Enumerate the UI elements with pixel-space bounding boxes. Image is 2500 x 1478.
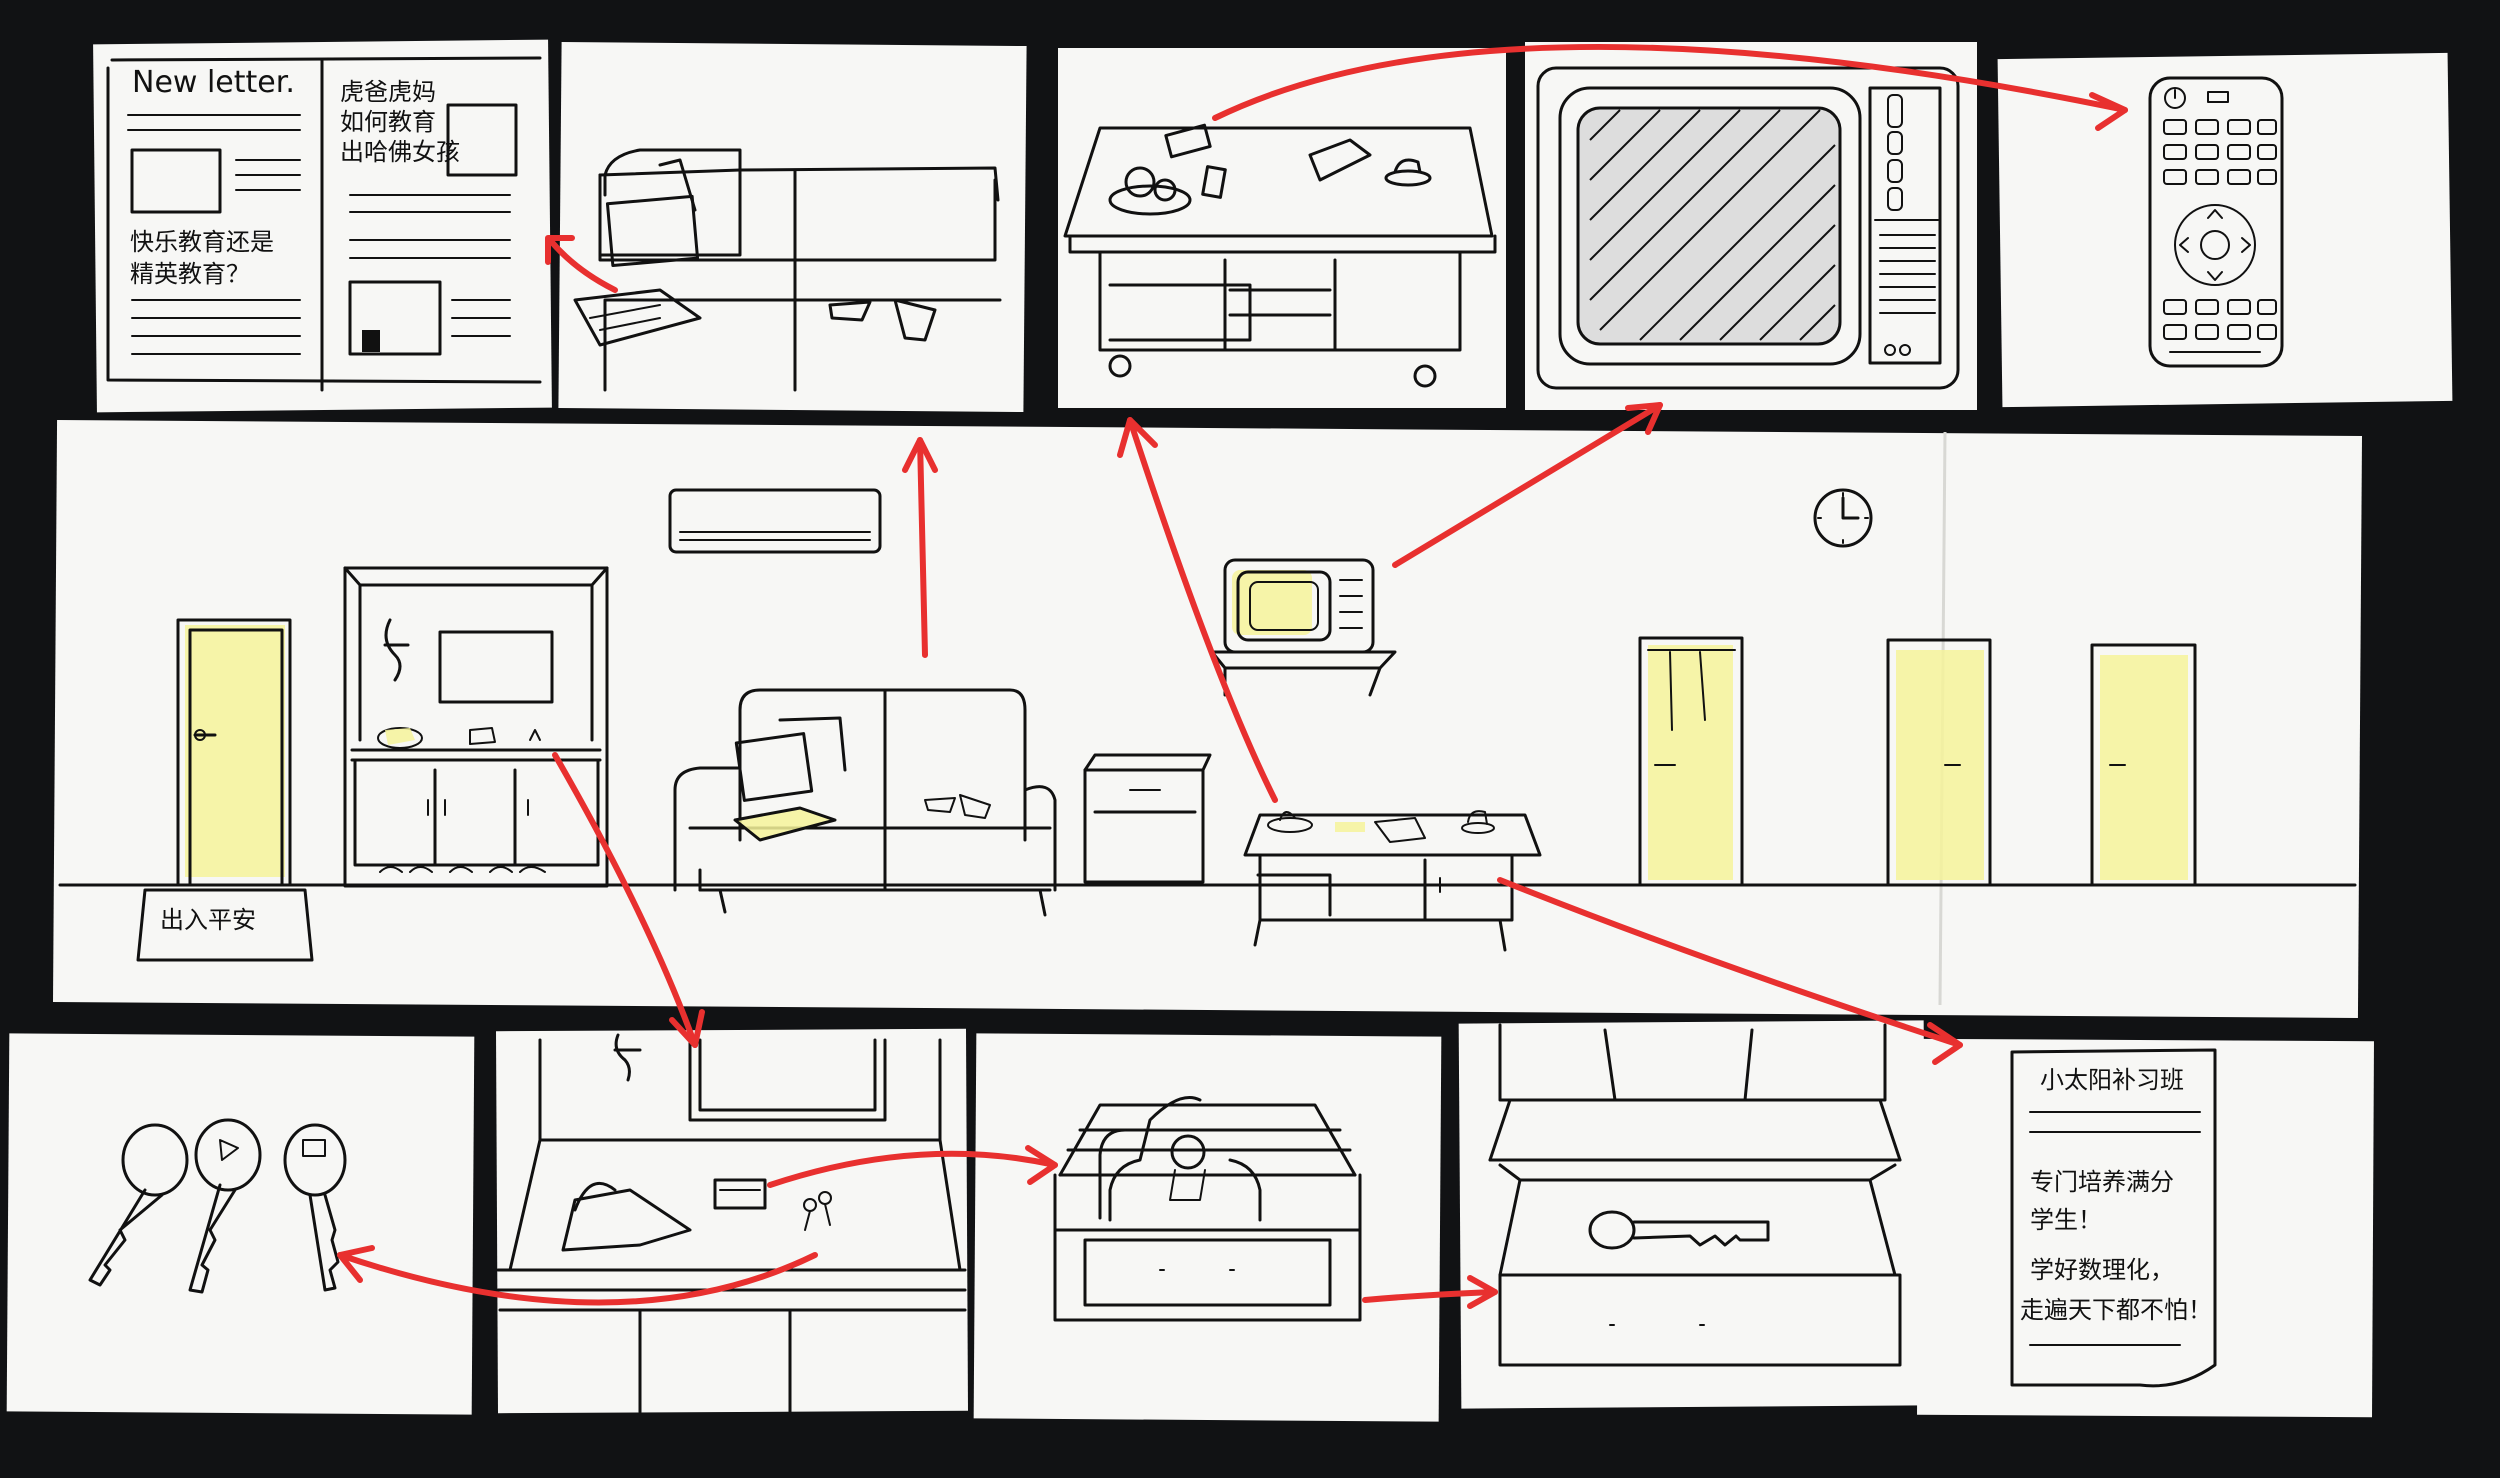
bathroom-door xyxy=(1638,636,1744,887)
newsletter-col2-line3: 出哈佛女孩 xyxy=(340,138,460,166)
card-sofa-closeup xyxy=(558,41,1027,413)
entrance-door xyxy=(176,618,292,887)
bedroom-door-2 xyxy=(2090,643,2197,887)
card-drawer-photo xyxy=(973,1033,1442,1422)
arrow-drawer-to-key-drawer xyxy=(1362,1289,1498,1303)
wall-clock xyxy=(1813,488,1873,548)
bedroom-door-1 xyxy=(1886,638,1992,887)
sofa xyxy=(673,688,1057,917)
newsletter-col2-line2: 如何教育 xyxy=(340,108,436,136)
card-tv-closeup xyxy=(1525,42,1977,410)
card-tutoring-flyer: 小太阳补习班 专门培养满分 学生！ 学好数理化， 走遍天下都不怕！ xyxy=(1917,1038,2374,1418)
flyer-line3: 学好数理化， xyxy=(2030,1256,2174,1284)
newsletter-title: New letter. xyxy=(132,65,295,100)
remote-control-icon xyxy=(2148,76,2284,368)
card-living-room: 出入平安 xyxy=(52,419,2363,1019)
arrow-room-to-sofa xyxy=(917,437,928,658)
flyer-line1: 专门培养满分 xyxy=(2030,1168,2174,1196)
arrow-table-to-table-card xyxy=(1127,417,1278,803)
newsletter-col1-line1: 快乐教育还是 xyxy=(130,228,274,256)
drawer-key-icon xyxy=(1588,1210,1770,1250)
shoe-cabinet xyxy=(343,566,609,888)
doormat-text: 出入平安 xyxy=(160,906,256,934)
arrow-sofa-to-newsletter xyxy=(547,237,618,293)
keys-icon xyxy=(88,1118,347,1294)
card-newsletter: New letter. 快乐教育还是 精英教育？ 虎爸虎妈 如何教育 出哈佛女孩 xyxy=(93,39,552,413)
card-cabinet-top xyxy=(496,1028,968,1414)
coffee-table xyxy=(1243,810,1542,952)
flyer-line4: 走遍天下都不怕！ xyxy=(2020,1296,2212,1324)
flyer-title: 小太阳补习班 xyxy=(2040,1066,2184,1094)
newsletter-col1-line2: 精英教育？ xyxy=(130,260,250,288)
doormat: 出入平安 xyxy=(136,888,314,962)
card-keys xyxy=(6,1033,475,1415)
arrows xyxy=(337,43,2128,1309)
flyer-line2: 学生！ xyxy=(2030,1206,2102,1234)
newsletter-col2-line1: 虎爸虎妈 xyxy=(340,78,436,106)
air-conditioner xyxy=(668,488,882,554)
card-drawer-key xyxy=(1458,1020,1927,1409)
nightstand xyxy=(1083,753,1212,884)
arrow-cabinet-to-cabinet-card xyxy=(552,752,698,1048)
arrow-table-to-flyer xyxy=(1497,877,1963,1048)
arrow-tv-to-tv-card xyxy=(1392,402,1663,568)
arrow-cabinet-to-keys xyxy=(337,1252,818,1306)
tv-screen-hatch xyxy=(1589,109,1836,341)
card-coffee-table-closeup xyxy=(1058,48,1506,408)
arrow-cabinet-to-drawer-photo xyxy=(767,1150,1058,1188)
television xyxy=(1210,558,1397,697)
card-remote xyxy=(1997,52,2453,408)
arrow-table-to-remote xyxy=(1212,43,2128,121)
